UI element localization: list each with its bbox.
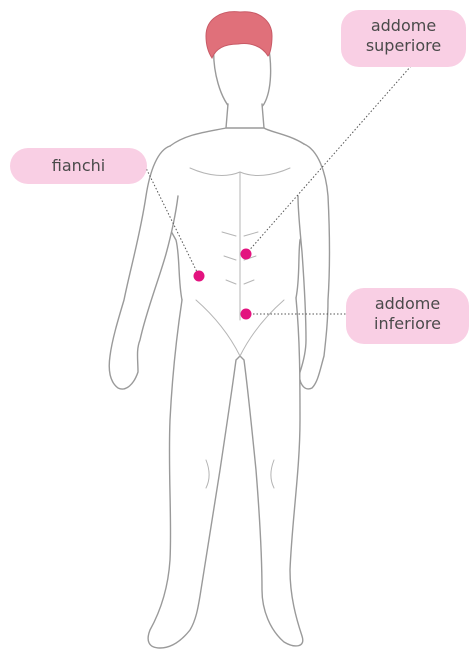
- marker-lower-abdomen: [241, 309, 252, 320]
- label-lower-abdomen-line2: inferiore: [356, 314, 459, 334]
- marker-hips: [194, 271, 205, 282]
- label-upper-abdomen-line1: addome: [351, 16, 456, 36]
- label-lower-abdomen-line1: addome: [356, 294, 459, 314]
- label-upper-abdomen: addome superiore: [341, 10, 466, 67]
- legs: [148, 298, 303, 648]
- label-upper-abdomen-line2: superiore: [351, 36, 456, 56]
- label-hips-text: fianchi: [20, 156, 137, 176]
- label-lower-abdomen: addome inferiore: [346, 288, 469, 344]
- marker-upper-abdomen: [241, 249, 252, 260]
- label-hips: fianchi: [10, 148, 147, 184]
- arm-right: [298, 144, 330, 389]
